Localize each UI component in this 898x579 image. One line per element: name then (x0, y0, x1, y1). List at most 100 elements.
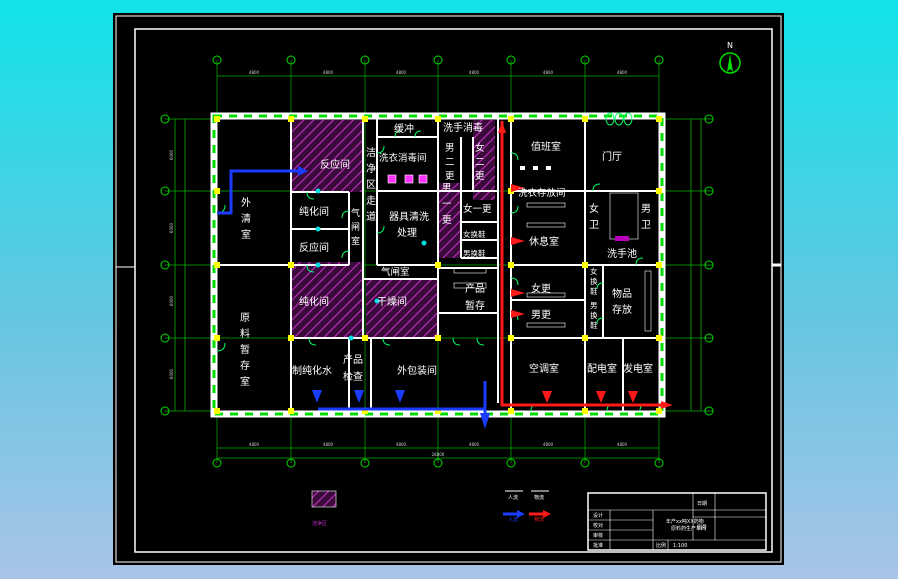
axis-col-2 (286, 55, 296, 468)
room-product-check: 产品检查 (343, 353, 363, 383)
room-laundry-store: 洗衣存放间 (518, 187, 566, 199)
title-block: 年产xx吨XX药物原料药生产车间 设计 校对 审核 批准 比例 1:100 图号… (587, 492, 767, 551)
room-hand-wash-disinfect: 洗手消毒 (443, 121, 483, 134)
legend-goods-label: 物流 (534, 494, 544, 501)
legend-hatch-swatch (311, 490, 337, 508)
clean-area-hatch (292, 120, 495, 339)
dimension-labels: 4800 4800 4800 4800 4800 4800 4800 4800 … (169, 70, 628, 457)
room-female-change-2: 女二更 (475, 142, 485, 182)
room-male-change-1: 男一更 (442, 183, 452, 226)
room-product-temp: 产品暂存 (465, 282, 485, 312)
room-female-shoe-2: 女换鞋 (590, 266, 598, 296)
dim-top-3: 4800 (396, 70, 407, 75)
dim-bottom-4: 4800 (469, 442, 480, 447)
room-duty: 值班室 (531, 140, 561, 153)
room-reaction-2: 反应间 (299, 241, 329, 254)
room-purify-2: 纯化间 (299, 295, 329, 308)
legend-clean-area: 洁净区 (312, 520, 327, 527)
legend-goods-arrow (529, 510, 551, 518)
room-laundry-disinfect: 洗衣消毒间 (379, 152, 427, 164)
room-male-change-2: 男二更 (445, 143, 455, 182)
room-aircon: 空调室 (529, 362, 559, 375)
axis-col-3 (360, 55, 370, 468)
dim-side-4: 6000 (169, 368, 174, 379)
title-block-scale-label: 比例 (656, 542, 666, 549)
room-air-lock-2: 气闸室 (381, 266, 410, 278)
legend-people-label: 人流 (508, 494, 518, 501)
room-goods-store: 物品存放 (612, 287, 632, 316)
dim-total: 28800 (432, 452, 445, 457)
axis-col-5 (506, 55, 516, 468)
title-block-checker: 校对 (593, 522, 603, 529)
room-labels: 反应间 洁净区走道 缓冲 洗手消毒 洗衣消毒间 男二更 女二更 外清室 纯化间 … (240, 121, 653, 388)
room-buffer: 缓冲 (394, 122, 414, 135)
dim-bottom-3: 4800 (396, 442, 407, 447)
room-generator: 发电室 (623, 362, 653, 375)
legend-goods-arrow-label: 物流 (534, 516, 544, 523)
dim-top-1: 4800 (249, 70, 260, 75)
outer-frame (115, 15, 782, 563)
room-female-shoe: 女换鞋 (463, 229, 486, 239)
dim-side-3: 6000 (169, 295, 174, 306)
room-reaction-1: 反应间 (320, 158, 350, 171)
dim-top-6: 4800 (617, 70, 628, 75)
legend: 洁净区 人流 物流 人流 物流 (311, 490, 551, 527)
axis-row-a (160, 406, 714, 416)
room-outer-pack: 外包装间 (397, 364, 437, 377)
legend-people-arrow (503, 510, 525, 518)
axis-row-c (160, 260, 714, 270)
inner-frame (134, 28, 773, 553)
flow-lines (217, 121, 673, 429)
floor-plan: N 4800 4800 4800 4800 4800 4800 4800 (115, 15, 782, 563)
room-raw-temp: 原料暂存室 (240, 312, 250, 388)
room-male-wc: 男卫 (641, 203, 651, 231)
dim-side-1: 6000 (169, 149, 174, 160)
dim-top-5: 4800 (543, 70, 554, 75)
axis-row-e (160, 114, 714, 124)
legend-people-arrow-label: 人流 (508, 516, 518, 523)
room-wash-basin: 洗手池 (607, 247, 637, 260)
title-block-title: 年产xx吨XX药物原料药生产车间 (666, 518, 706, 532)
room-pure-water: 制纯化水 (292, 364, 332, 377)
dim-top-2: 4800 (323, 70, 334, 75)
room-purify-1: 纯化间 (299, 205, 329, 218)
title-block-designer: 设计 (593, 512, 603, 519)
room-female-wc: 女卫 (589, 202, 599, 231)
equipment (315, 112, 652, 341)
room-rest: 休息室 (529, 235, 559, 248)
room-dry: 干燥间 (377, 295, 407, 308)
room-male-shoe-2: 男换鞋 (590, 301, 598, 330)
room-clean-corridor: 洁净区走道 (366, 146, 376, 223)
axis-bubbles (160, 55, 714, 468)
north-arrow: N (719, 41, 741, 74)
axis-row-d (160, 186, 714, 196)
dim-bottom-1: 4800 (249, 442, 260, 447)
dim-top-4: 4800 (469, 70, 480, 75)
dim-side-2: 6000 (169, 222, 174, 233)
axis-col-7 (654, 55, 664, 468)
room-lobby: 门厅 (602, 150, 622, 163)
room-utensil-wash: 器具清洗处理 (389, 210, 429, 239)
cad-drawing-sheet: N 4800 4800 4800 4800 4800 4800 4800 (113, 13, 784, 565)
room-male-change: 男更 (531, 309, 551, 321)
title-block-approver: 批准 (593, 542, 603, 549)
room-female-change: 女更 (531, 282, 551, 295)
room-power-dist: 配电室 (587, 362, 617, 375)
dim-bottom-5: 4800 (543, 442, 554, 447)
title-block-date: 日期 (697, 501, 707, 507)
axis-col-6 (580, 55, 590, 468)
title-block-scale-value: 1:100 (673, 543, 687, 549)
room-outer-clean: 外清室 (241, 197, 251, 241)
title-block-drawing-no: 图号 (697, 525, 707, 531)
north-label: N (727, 41, 733, 50)
axis-col-4 (433, 55, 443, 468)
dim-bottom-6: 4800 (617, 442, 628, 447)
axis-row-b (160, 333, 714, 343)
room-air-lock-1: 气闸室 (351, 207, 360, 247)
dimension-lines (174, 75, 702, 459)
title-block-auditor: 审核 (593, 532, 603, 539)
room-male-shoe: 男换鞋 (463, 248, 486, 258)
dim-bottom-2: 4800 (323, 442, 334, 447)
axis-col-1 (212, 55, 222, 468)
room-female-change-1: 女一更 (463, 203, 492, 215)
